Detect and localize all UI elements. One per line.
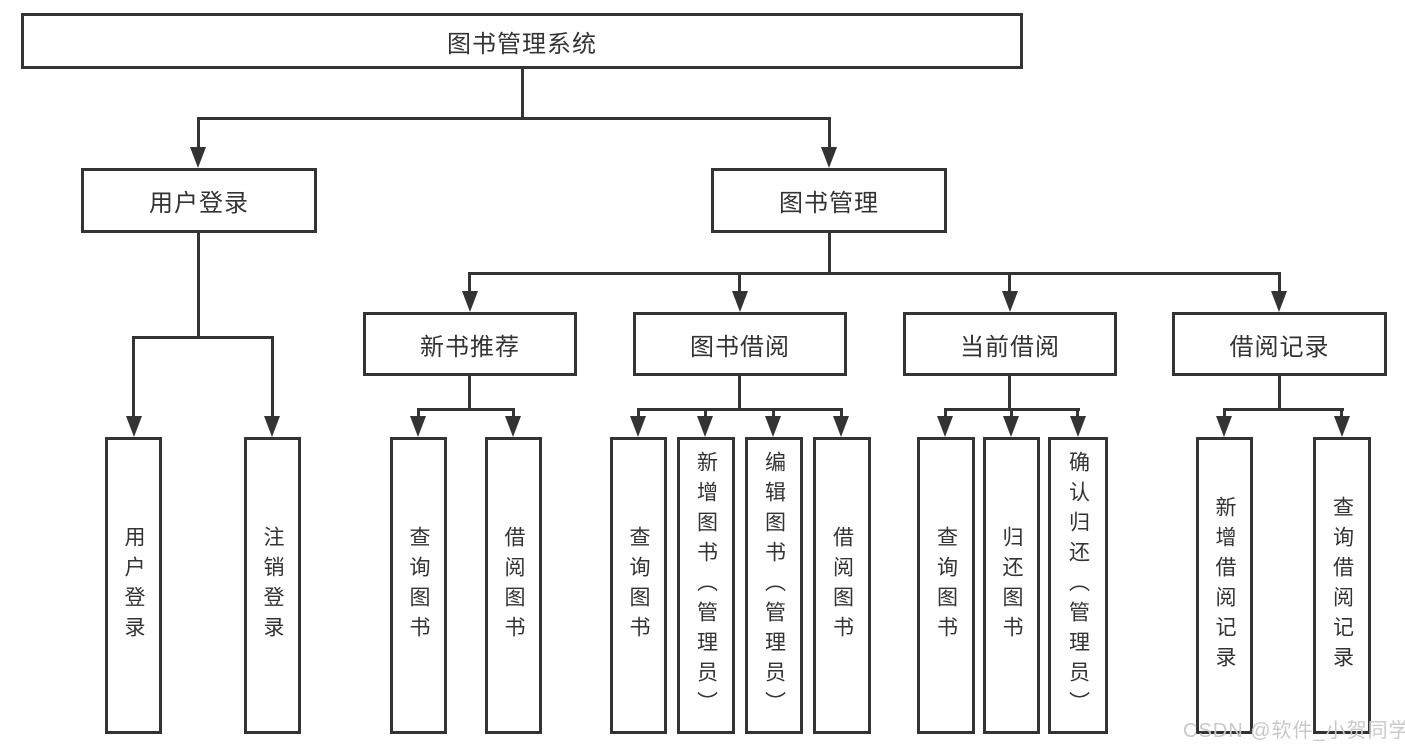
arrowhead-icon — [732, 291, 748, 312]
connector-stem — [1278, 376, 1281, 410]
leaf-query-books-borrow: 查询图书 — [610, 437, 667, 734]
arrowhead-icon — [765, 416, 781, 437]
arrowhead-icon — [126, 416, 142, 437]
connector-drop — [840, 408, 843, 418]
connector-book-mgmt-bar — [468, 272, 1280, 275]
connector-drop — [512, 408, 515, 418]
connector-bar — [1223, 408, 1344, 411]
connector-drop-book-mgmt — [828, 117, 831, 149]
leaf-query-books-current: 查询图书 — [917, 437, 975, 734]
leaf-confirm-return-admin: 确认归还（管理员） — [1048, 437, 1108, 734]
node-book-borrowing: 图书借阅 — [633, 312, 847, 376]
arrowhead-icon — [410, 416, 426, 437]
node-root: 图书管理系统 — [21, 13, 1023, 69]
arrowhead-icon — [505, 416, 521, 437]
connector-stem — [468, 376, 471, 410]
leaf-borrow-books: 借阅图书 — [813, 437, 871, 734]
node-new-book-recommend: 新书推荐 — [363, 312, 577, 376]
arrowhead-icon — [1002, 291, 1018, 312]
connector-bar — [417, 408, 515, 411]
connector-drop-login — [132, 336, 135, 418]
arrowhead-icon — [264, 416, 280, 437]
arrowhead-icon — [697, 416, 713, 437]
arrowhead-icon — [833, 416, 849, 437]
leaf-query-books-recommend: 查询图书 — [390, 437, 447, 734]
connector-drop — [944, 408, 947, 418]
leaf-add-borrow-record: 新增借阅记录 — [1196, 437, 1253, 734]
connector-drop — [772, 408, 775, 418]
connector-drop — [417, 408, 420, 418]
leaf-add-books-admin: 新增图书（管理员） — [677, 437, 735, 734]
arrowhead-icon — [462, 291, 478, 312]
connector-book-mgmt-stem — [828, 233, 831, 274]
connector-stem — [738, 376, 741, 410]
connector-drop-logout — [271, 336, 274, 418]
arrowhead-icon — [1334, 416, 1350, 437]
connector-drop — [637, 408, 640, 418]
connector-stem — [1008, 376, 1011, 410]
leaf-edit-books-admin: 编辑图书（管理员） — [745, 437, 803, 734]
connector-drop — [1010, 408, 1013, 418]
node-borrowing-records: 借阅记录 — [1172, 312, 1387, 376]
arrowhead-icon — [1216, 416, 1232, 437]
connector-drop-book-borrow — [738, 272, 741, 293]
connector-root-stem — [521, 69, 524, 119]
arrowhead-icon — [1070, 416, 1086, 437]
arrowhead-icon — [937, 416, 953, 437]
connector-drop — [704, 408, 707, 418]
arrowhead-icon — [821, 147, 837, 168]
csdn-watermark: CSDN @软件_小贺同学 — [1183, 720, 1405, 742]
connector-drop — [1223, 408, 1226, 418]
arrowhead-icon — [190, 147, 206, 168]
leaf-user-login: 用户登录 — [105, 437, 162, 734]
connector-drop-current-borrow — [1008, 272, 1011, 293]
connector-drop — [1076, 408, 1079, 418]
arrowhead-icon — [630, 416, 646, 437]
connector-drop-new-book — [468, 272, 471, 293]
connector-bar — [637, 408, 843, 411]
node-book-management: 图书管理 — [711, 168, 947, 233]
leaf-logout: 注销登录 — [244, 437, 301, 734]
leaf-return-books: 归还图书 — [983, 437, 1040, 734]
node-current-borrowing: 当前借阅 — [903, 312, 1117, 376]
connector-drop-borrow-record — [1278, 272, 1281, 293]
arrowhead-icon — [1003, 416, 1019, 437]
connector-root-bar — [197, 117, 831, 120]
leaf-borrow-books-recommend: 借阅图书 — [485, 437, 542, 734]
connector-drop-user-login — [197, 117, 200, 149]
connector-user-login-bar — [132, 336, 274, 339]
connector-drop — [1340, 408, 1343, 418]
node-user-login: 用户登录 — [81, 168, 317, 233]
connector-user-login-stem — [197, 233, 200, 338]
leaf-query-borrow-record: 查询借阅记录 — [1313, 437, 1371, 734]
arrowhead-icon — [1271, 291, 1287, 312]
